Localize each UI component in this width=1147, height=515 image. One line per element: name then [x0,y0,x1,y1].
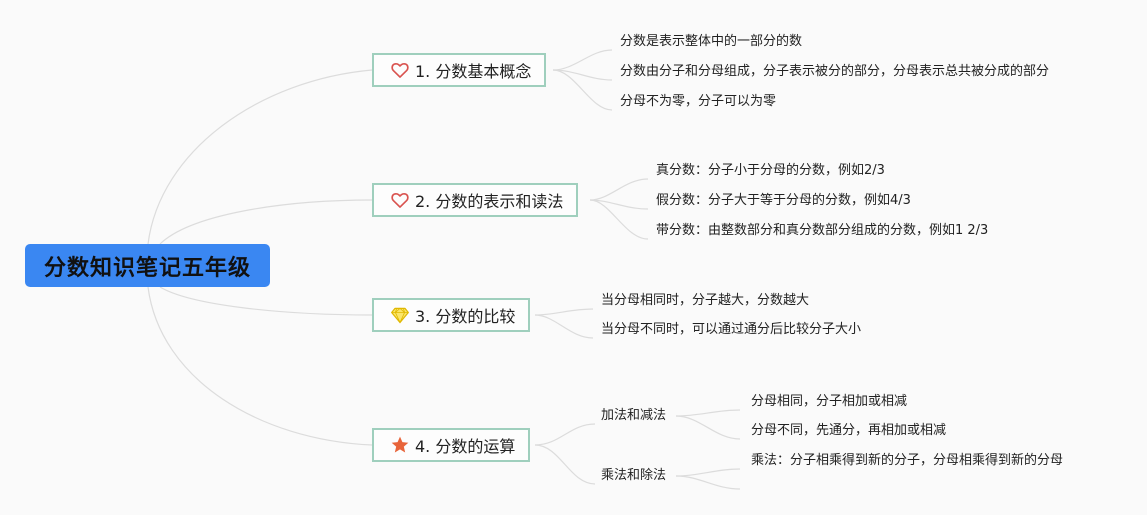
subtopic-multiply-divide[interactable]: 乘法和除法 [601,468,667,483]
topic-2-leaf-2[interactable]: 假分数：分子大于等于分母的分数，例如4/3 [656,193,911,208]
connector-s2-l1 [675,468,741,477]
topic-3-leaf-2[interactable]: 当分母不同时，可以通过通分后比较分子大小 [601,322,862,337]
topic-3-label: 3. 分数的比较 [415,307,516,326]
connector-t2-l2 [589,199,649,210]
topic-3[interactable]: 3. 分数的比较 [372,298,531,332]
connector-t1-l3 [552,69,613,111]
topic-4[interactable]: 4. 分数的运算 [372,428,531,462]
connector-t2-l3 [589,199,649,240]
topic-1[interactable]: 1. 分数基本概念 [372,53,547,87]
subtopic-1-leaf-1[interactable]: 分母相同，分子相加或相减 [751,394,908,409]
topic-2-leaf-3[interactable]: 带分数：由整数部分和真分数部分组成的分数，例如1 2/3 [656,223,989,238]
topic-1-leaf-3[interactable]: 分母不为零，分子可以为零 [620,94,777,109]
connector-root-topic-4 [147,286,373,446]
subtopic-2-leaf-1[interactable]: 乘法：分子相乘得到新的分子，分母相乘得到新的分母 [751,453,1064,468]
connector-t4-s1 [534,423,596,446]
connector-root-topic-2 [159,199,373,245]
diamond-icon [390,305,410,325]
topic-4-label: 4. 分数的运算 [415,437,516,456]
connector-t1-l1 [552,49,613,71]
topic-1-leaf-1[interactable]: 分数是表示整体中的一部分的数 [620,34,803,49]
heart-outline-icon [390,190,410,210]
connector-root-topic-3 [159,286,373,316]
connector-root-topic-1 [147,69,373,245]
root-topic[interactable]: 分数知识笔记五年级 [25,244,270,287]
subtopic-add-subtract[interactable]: 加法和减法 [601,408,667,423]
subtopic-1-leaf-2[interactable]: 分母不同，先通分，再相加或相减 [751,423,947,438]
topic-2-label: 2. 分数的表示和读法 [415,192,564,211]
connector-t3-l2 [534,314,594,339]
connector-s2-l2 [675,475,741,490]
connector-t4-s2 [534,444,596,485]
star-icon [390,435,410,455]
connector-t3-l1 [534,308,594,316]
connector-s1-l1 [675,409,741,417]
topic-3-leaf-1[interactable]: 当分母相同时，分子越大，分数越大 [601,293,810,308]
topic-1-label: 1. 分数基本概念 [415,62,532,81]
topic-1-leaf-2[interactable]: 分数由分子和分母组成，分子表示被分的部分，分母表示总共被分成的部分 [620,64,1050,79]
heart-outline-icon [390,60,410,80]
connector-t2-l1 [589,178,649,201]
topic-2-leaf-1[interactable]: 真分数：分子小于分母的分数，例如2/3 [656,163,885,178]
topic-2[interactable]: 2. 分数的表示和读法 [372,183,579,217]
root-topic-label: 分数知识笔记五年级 [43,255,251,281]
connector-s1-l2 [675,415,741,440]
